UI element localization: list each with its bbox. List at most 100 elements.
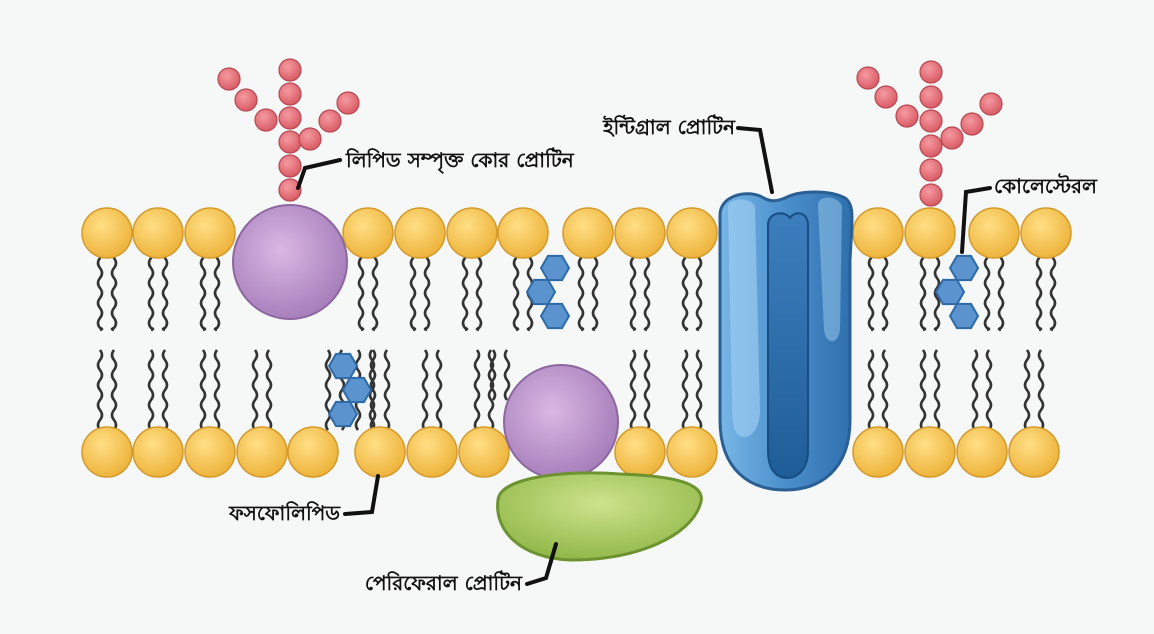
phospholipid-head	[287, 426, 339, 478]
cholesterol-leader	[960, 186, 992, 254]
lipid-tail	[681, 349, 689, 431]
carbohydrate-bead	[979, 92, 1003, 116]
lipid-tail	[110, 247, 118, 332]
carbohydrate-bead	[960, 112, 984, 136]
phospholipid-head	[236, 426, 288, 478]
lipid-tail	[110, 349, 118, 431]
lipid-tail	[161, 349, 169, 431]
phospholipid-heads	[81, 207, 1072, 478]
lipid-tail	[489, 349, 497, 401]
lipid-tail	[199, 247, 207, 332]
cholesterol-ring	[539, 302, 571, 330]
cholesterol-molecule	[327, 352, 373, 428]
carbohydrate-bead	[278, 106, 302, 130]
lipid-tail	[251, 349, 259, 431]
phospholipid-head	[354, 426, 406, 478]
integral-protein-label: ইন্টিগ্রাল প্রোটিন	[602, 114, 736, 139]
carbohydrate-bead	[919, 134, 943, 158]
lipid-tail	[881, 349, 889, 431]
cholesterol-molecule	[934, 254, 980, 330]
phospholipid-head	[1008, 426, 1060, 478]
cholesterol-label: কোলেস্টেরল	[994, 173, 1098, 198]
lipid-tail	[503, 349, 511, 401]
cholesterol-ring	[934, 278, 966, 306]
carbohydrate-bead	[234, 88, 258, 112]
lipid-tail	[971, 349, 979, 431]
lipid-tail	[1023, 349, 1031, 431]
phospholipid-head	[446, 207, 498, 259]
lipid-tail	[695, 247, 703, 332]
lipid-tail	[933, 247, 941, 332]
phospholipid-head	[852, 207, 904, 259]
lipid-tails	[96, 247, 1057, 431]
lipid-tail	[371, 247, 379, 332]
lipid-anchored-protein	[232, 204, 348, 320]
lipid-tail	[161, 247, 169, 332]
carbohydrate-bead	[856, 66, 880, 90]
carbohydrate-bead	[278, 178, 302, 202]
cholesterol-ring	[327, 400, 359, 428]
lipid-tail	[1035, 247, 1043, 332]
phospholipid-head	[666, 207, 718, 259]
lipid-tail	[985, 349, 993, 431]
phospholipid-label: ফসফোলিপিড	[228, 501, 341, 525]
carbohydrate-bead	[278, 58, 302, 82]
phospholipid-head	[614, 426, 666, 478]
lipid-tail	[383, 349, 391, 431]
carbohydrate-bead	[919, 183, 943, 207]
carbohydrate-bead	[254, 108, 278, 132]
phospholipid-head	[394, 207, 446, 259]
carbohydrate-bead	[919, 85, 943, 109]
phospholipid-head	[956, 426, 1008, 478]
carbohydrate-bead	[336, 91, 360, 115]
phospholipid-head	[904, 207, 956, 259]
inner-globular-protein	[503, 364, 619, 480]
lipid-tail	[213, 247, 221, 332]
lipid-tail	[96, 247, 104, 332]
lipid-tail	[199, 349, 207, 431]
peripheral-protein	[496, 471, 703, 562]
lipid-tail	[324, 349, 332, 431]
phospholipid-head	[904, 426, 956, 478]
carbohydrate-bead	[919, 60, 943, 84]
lipid-anchored-leader	[296, 158, 342, 190]
lipid-tail	[421, 349, 429, 431]
cholesterol-ring	[341, 376, 373, 404]
carbohydrate-bead	[278, 82, 302, 106]
lipid-tail	[423, 247, 431, 332]
phospholipid-head	[852, 426, 904, 478]
phospholipid-head	[1020, 207, 1072, 259]
phospholipid-head	[458, 426, 510, 478]
lipid-tail	[473, 349, 481, 431]
lipid-tail	[867, 349, 875, 431]
carbohydrate-bead	[217, 67, 241, 91]
lipid-tail	[867, 247, 875, 332]
carbohydrate-bead	[278, 154, 302, 178]
carbohydrate-bead	[895, 104, 919, 128]
integral-protein	[718, 190, 854, 492]
cholesterol-ring	[948, 302, 980, 330]
lipid-tail	[983, 247, 991, 332]
lipid-tail	[265, 349, 273, 431]
cholesterol-ring	[539, 254, 571, 282]
phospholipid-head	[562, 207, 614, 259]
lipid-tail	[461, 247, 469, 332]
phospholipid-leader	[343, 474, 380, 516]
lipid-tail	[512, 247, 520, 332]
carbohydrate-chains	[217, 58, 1003, 207]
lipid-tail	[435, 349, 443, 431]
lipid-tail	[695, 349, 703, 431]
leader-lines	[296, 126, 992, 586]
phospholipid-head	[497, 207, 549, 259]
cholesterol-molecule	[525, 254, 571, 330]
carbohydrate-bead	[278, 130, 302, 154]
phospholipid-head	[666, 426, 718, 478]
cholesterol-ring	[327, 352, 359, 380]
lipid-tail	[933, 349, 941, 431]
carbohydrate-bead	[919, 158, 943, 182]
lipid-tail	[357, 247, 365, 332]
lipid-tail	[997, 247, 1005, 332]
lipid-tail	[919, 247, 927, 332]
lipid-tail	[881, 247, 889, 332]
